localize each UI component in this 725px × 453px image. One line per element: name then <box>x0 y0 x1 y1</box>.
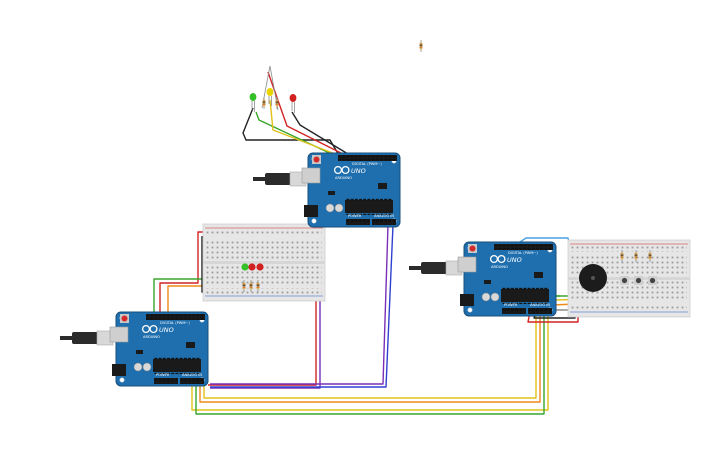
breadboard-right[interactable] <box>567 239 691 318</box>
resistor-stray[interactable] <box>419 39 423 53</box>
board-model-label: UNO <box>351 167 366 175</box>
wire-black-top-2[interactable] <box>291 111 354 158</box>
power-header-label: POWER <box>504 303 518 307</box>
breadboard-left[interactable] <box>202 223 326 302</box>
digital-header-label: DIGITAL (PWM~) <box>160 321 190 325</box>
analog-header-label: ANALOG IN <box>182 373 202 377</box>
arduino-uno-bottom[interactable]: UNO ARDUINO DIGITAL (PWM~) POWER ANALOG … <box>109 311 209 387</box>
usb-plug-icon[interactable] <box>408 260 463 276</box>
wire-purple-top[interactable] <box>210 224 389 385</box>
led-red-top[interactable] <box>289 94 297 113</box>
digital-header-label: DIGITAL (PWM~) <box>352 162 382 166</box>
wire-blue-top[interactable] <box>210 224 394 388</box>
led-yellow-top[interactable] <box>266 88 274 106</box>
usb-plug-icon[interactable] <box>252 171 307 187</box>
wire-red-left[interactable] <box>159 231 205 315</box>
usb-plug-icon[interactable] <box>59 330 114 346</box>
board-brand-label: ARDUINO <box>335 176 352 180</box>
board-brand-label: ARDUINO <box>491 265 508 269</box>
arduino-uno-right[interactable]: UNO ARDUINO DIGITAL (PWM~) POWER ANALOG … <box>457 241 557 317</box>
board-brand-label: ARDUINO <box>143 335 160 339</box>
pushbuttons[interactable] <box>620 276 657 285</box>
top-led-cluster[interactable] <box>249 88 297 113</box>
wire-red-bb[interactable] <box>208 300 317 386</box>
wire-purple-bb[interactable] <box>210 300 321 389</box>
arduino-uno-top[interactable]: UNO ARDUINO DIGITAL (PWM~) POWER ANALOG … <box>301 152 401 228</box>
led-green-top[interactable] <box>249 93 257 112</box>
power-header-label: POWER <box>348 214 362 218</box>
buzzer[interactable] <box>579 264 607 292</box>
led-red-left[interactable] <box>248 263 264 271</box>
wire-yellow-top[interactable] <box>269 99 344 158</box>
analog-header-label: ANALOG IN <box>374 214 394 218</box>
analog-header-label: ANALOG IN <box>530 303 550 307</box>
board-model-label: UNO <box>159 326 174 334</box>
digital-header-label: DIGITAL (PWM~) <box>508 251 538 255</box>
power-header-label: POWER <box>156 373 170 377</box>
board-model-label: UNO <box>507 256 522 264</box>
led-green-left[interactable] <box>241 263 249 271</box>
